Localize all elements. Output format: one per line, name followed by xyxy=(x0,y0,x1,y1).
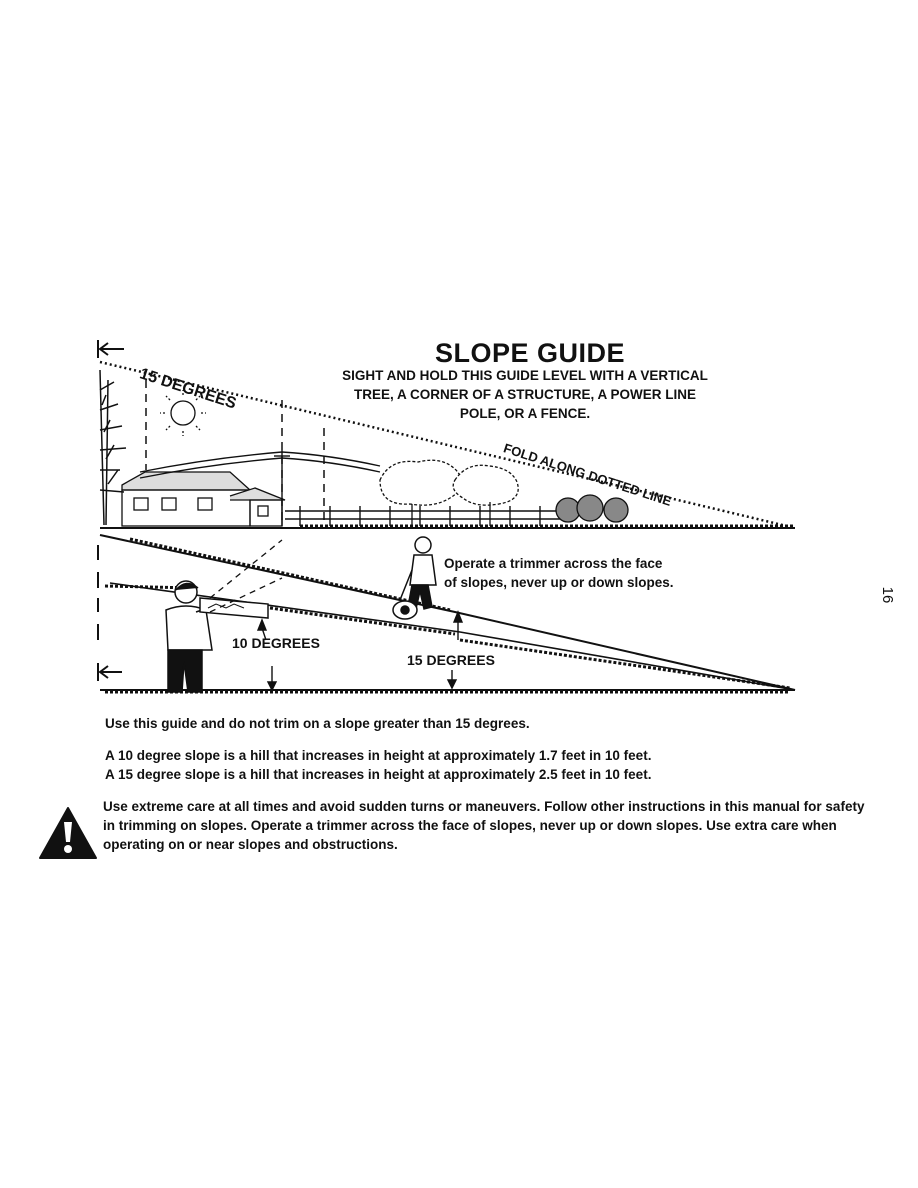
instruction-line: POLE, OR A FENCE. xyxy=(459,406,591,421)
callout-line: Operate a trimmer across the face xyxy=(444,556,663,571)
sight-instructions: SIGHT AND HOLD THIS GUIDE LEVEL WITH A V… xyxy=(290,366,760,423)
callout-line: of slopes, never up or down slopes. xyxy=(444,575,674,590)
ten-degree-slope xyxy=(99,534,796,691)
instruction-line: TREE, A CORNER OF A STRUCTURE, A POWER L… xyxy=(353,387,696,402)
page-number: 16 xyxy=(879,586,896,604)
slope-definitions: A 10 degree slope is a hill that increas… xyxy=(105,746,885,784)
sun-icon xyxy=(160,390,206,436)
tree-illustration xyxy=(99,369,127,526)
trimmer-operator-illustration xyxy=(392,536,437,620)
fold-dotted-line xyxy=(99,360,796,530)
trees-illustration xyxy=(379,459,629,526)
warning-triangle-icon xyxy=(39,807,97,859)
fifteen-degree-label: 15 DEGREES xyxy=(407,652,495,668)
fence-illustration xyxy=(285,506,560,526)
power-line-illustration xyxy=(139,450,381,526)
left-arrow-icon xyxy=(97,340,124,681)
ten-degree-label: 10 DEGREES xyxy=(232,635,320,651)
slope-limit-text: Use this guide and do not trim on a slop… xyxy=(105,716,530,731)
slope-15-definition: A 15 degree slope is a hill that increas… xyxy=(105,767,652,782)
slope-10-definition: A 10 degree slope is a hill that increas… xyxy=(105,748,652,763)
person-sighting-illustration xyxy=(165,580,269,693)
house-illustration xyxy=(121,471,286,527)
instruction-line: SIGHT AND HOLD THIS GUIDE LEVEL WITH A V… xyxy=(342,368,708,383)
warning-text: Use extreme care at all times and avoid … xyxy=(103,799,865,852)
page-title: SLOPE GUIDE xyxy=(434,338,626,368)
trimmer-callout: Operate a trimmer across the face of slo… xyxy=(444,554,744,592)
